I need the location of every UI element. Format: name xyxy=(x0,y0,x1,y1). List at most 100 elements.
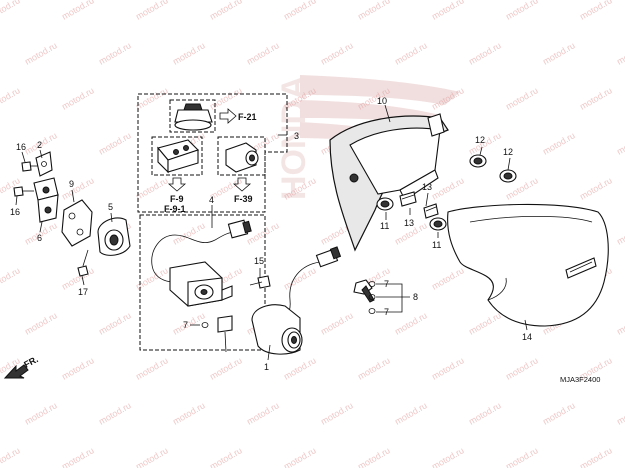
watermark-text: motod.ru xyxy=(134,85,170,111)
key-set-8 xyxy=(353,279,376,314)
watermark-text: motod.ru xyxy=(97,40,133,66)
outer-side-cover-14 xyxy=(447,203,609,327)
watermark-text: motod.ru xyxy=(282,265,318,291)
ignition-switch-wiring xyxy=(151,219,252,353)
watermark-text: motod.ru xyxy=(208,85,244,111)
callout-14: 14 xyxy=(522,332,532,342)
watermark-text: motod.ru xyxy=(578,85,614,111)
watermark-text: motod.ru xyxy=(208,355,244,381)
watermark-text: motod.ru xyxy=(578,445,614,468)
watermark-text: motod.ru xyxy=(467,40,503,66)
switch-part-f39 xyxy=(217,136,266,176)
o-ring-7-left xyxy=(201,322,209,328)
watermark-text: motod.ru xyxy=(504,0,540,22)
callout-6: 6 xyxy=(37,233,42,243)
watermark-text: motod.ru xyxy=(467,400,503,426)
callout-17: 17 xyxy=(78,287,88,297)
watermark-text: motod.ru xyxy=(430,0,466,22)
watermark-text: motod.ru xyxy=(171,400,207,426)
block-part-f9 xyxy=(151,136,203,176)
watermark-text: motod.ru xyxy=(60,85,96,111)
watermark-text: motod.ru xyxy=(541,400,577,426)
watermark-text: motod.ru xyxy=(134,445,170,468)
watermark-text: motod.ru xyxy=(282,355,318,381)
callout-8: 8 xyxy=(413,292,418,302)
watermark-text: motod.ru xyxy=(504,355,540,381)
watermark-text: motod.ru xyxy=(430,355,466,381)
watermark-text: motod.ru xyxy=(319,400,355,426)
grommet-12-lower xyxy=(499,169,517,183)
watermark-text: motod.ru xyxy=(356,445,392,468)
diagram-code: MJA3F2400 xyxy=(560,375,600,384)
watermark-text: motod.ru xyxy=(134,355,170,381)
watermark-text: motod.ru xyxy=(393,40,429,66)
grommet-13-lower xyxy=(423,203,439,219)
watermark-text: motod.ru xyxy=(393,400,429,426)
callout-12-lower: 12 xyxy=(503,147,513,157)
watermark-text: motod.ru xyxy=(245,40,281,66)
watermark-text: motod.ru xyxy=(0,0,22,22)
watermark-text: motod.ru xyxy=(504,85,540,111)
watermark-text: motod.ru xyxy=(319,40,355,66)
watermark-text: motod.ru xyxy=(504,445,540,468)
watermark-text: motod.ru xyxy=(430,445,466,468)
watermark-text: motod.ru xyxy=(60,175,96,201)
watermark-text: motod.ru xyxy=(578,175,614,201)
callout-11-upper: 11 xyxy=(380,221,389,231)
callout-7-bottom: 7 xyxy=(384,307,389,317)
watermark-text: motod.ru xyxy=(134,265,170,291)
ref-f39-label: F-39 xyxy=(234,194,253,204)
watermark-text: motod.ru xyxy=(60,355,96,381)
callout-16-bottom: 16 xyxy=(10,207,20,217)
grommet-12-upper xyxy=(469,154,487,168)
callout-11-lower: 11 xyxy=(432,240,441,250)
arrow-f9 xyxy=(167,177,187,192)
watermark-text: motod.ru xyxy=(97,310,133,336)
watermark-text: motod.ru xyxy=(430,265,466,291)
callout-3: 3 xyxy=(294,131,299,141)
callout-13-upper: 13 xyxy=(422,182,432,192)
watermark-text: motod.ru xyxy=(60,0,96,22)
ref-f91-label: F-9-1 xyxy=(164,204,186,214)
callout-2: 2 xyxy=(37,140,42,150)
inner-side-cover-10 xyxy=(329,113,449,252)
watermark-text: motod.ru xyxy=(0,265,22,291)
watermark-text: motod.ru xyxy=(208,0,244,22)
watermark-text: motod.ru xyxy=(0,445,22,468)
watermark-text: motod.ru xyxy=(467,310,503,336)
arrow-f39 xyxy=(232,177,252,192)
watermark-text: motod.ru xyxy=(23,310,59,336)
watermark-text: motod.ru xyxy=(134,0,170,22)
callout-9: 9 xyxy=(69,179,74,189)
key-cylinder xyxy=(251,246,342,355)
leader-lines xyxy=(15,104,528,361)
ref-f9-label: F-9 xyxy=(170,194,184,204)
watermark-text: motod.ru xyxy=(393,310,429,336)
callout-10: 10 xyxy=(377,96,387,106)
watermark-text: motod.ru xyxy=(208,445,244,468)
watermark-text: motod.ru xyxy=(171,310,207,336)
watermark-text: motod.ru xyxy=(23,400,59,426)
callout-numbers: 1 2 3 4 5 6 7 7 7 8 9 10 11 11 12 12 13 … xyxy=(10,96,532,372)
watermark-text: motod.ru xyxy=(319,310,355,336)
watermark-text: motod.ru xyxy=(134,175,170,201)
watermark-text: motod.ru xyxy=(245,220,281,246)
direction-label: FR. xyxy=(22,354,39,370)
watermark-text: motod.ru xyxy=(282,0,318,22)
callout-13-lower: 13 xyxy=(404,218,414,228)
screw-15 xyxy=(249,275,271,289)
watermark-text: motod.ru xyxy=(356,0,392,22)
watermark-text: motod.ru xyxy=(171,220,207,246)
watermark-text: motod.ru xyxy=(97,400,133,426)
watermark-text: motod.ru xyxy=(578,0,614,22)
callout-7-top: 7 xyxy=(384,279,389,289)
callout-4: 4 xyxy=(209,195,214,205)
watermark-text: motod.ru xyxy=(245,400,281,426)
watermark-text: motod.ru xyxy=(282,445,318,468)
grommet-13-upper xyxy=(399,191,417,207)
watermark-text: motod.ru xyxy=(541,130,577,156)
watermark-text: motod.ru xyxy=(356,355,392,381)
watermark-text: motod.ru xyxy=(615,310,625,336)
